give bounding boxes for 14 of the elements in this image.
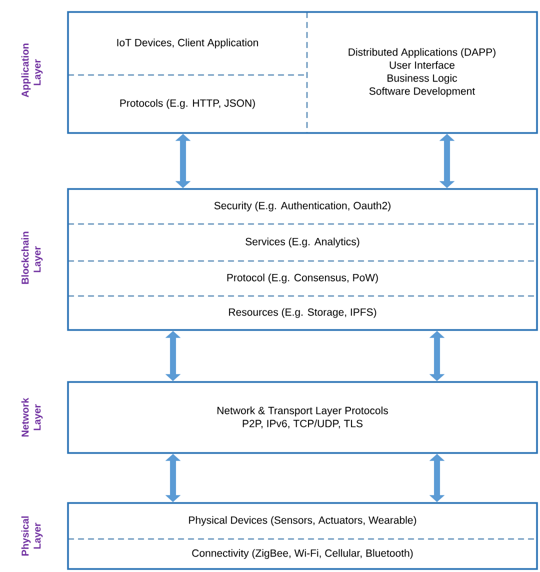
section-text: Distributed Applications (DAPP) User Interface Business Logic Software Development [348,48,496,97]
section-text: Resources (E.g. Storage, IPFS) [229,308,376,318]
section-text: Protocol (E.g. Consensus, PoW) [227,274,378,284]
section-text: Connectivity (ZigBee, Wi-Fi, Cellular, Bluetooth) [192,549,413,559]
section-text: Physical Devices (Sensors, Actuators, Wearable) [189,516,416,526]
layer-label: Application Layer [21,44,43,98]
section-text: IoT Devices, Client Application [117,38,258,48]
layer-label: Network Layer [21,398,43,437]
layer-label: Blockchain Layer [21,232,43,284]
layer-label: Physical Layer [21,516,43,556]
section-text: Protocols (E.g. HTTP, JSON) [120,99,255,109]
section-text: Security (E.g. Authentication, Oauth2) [214,202,390,212]
layer-box: Network & Transport Layer Protocols P2P, IPv6, TCP/UDP, TLS [67,381,538,454]
section-text: Services (E.g. Analytics) [246,238,360,248]
